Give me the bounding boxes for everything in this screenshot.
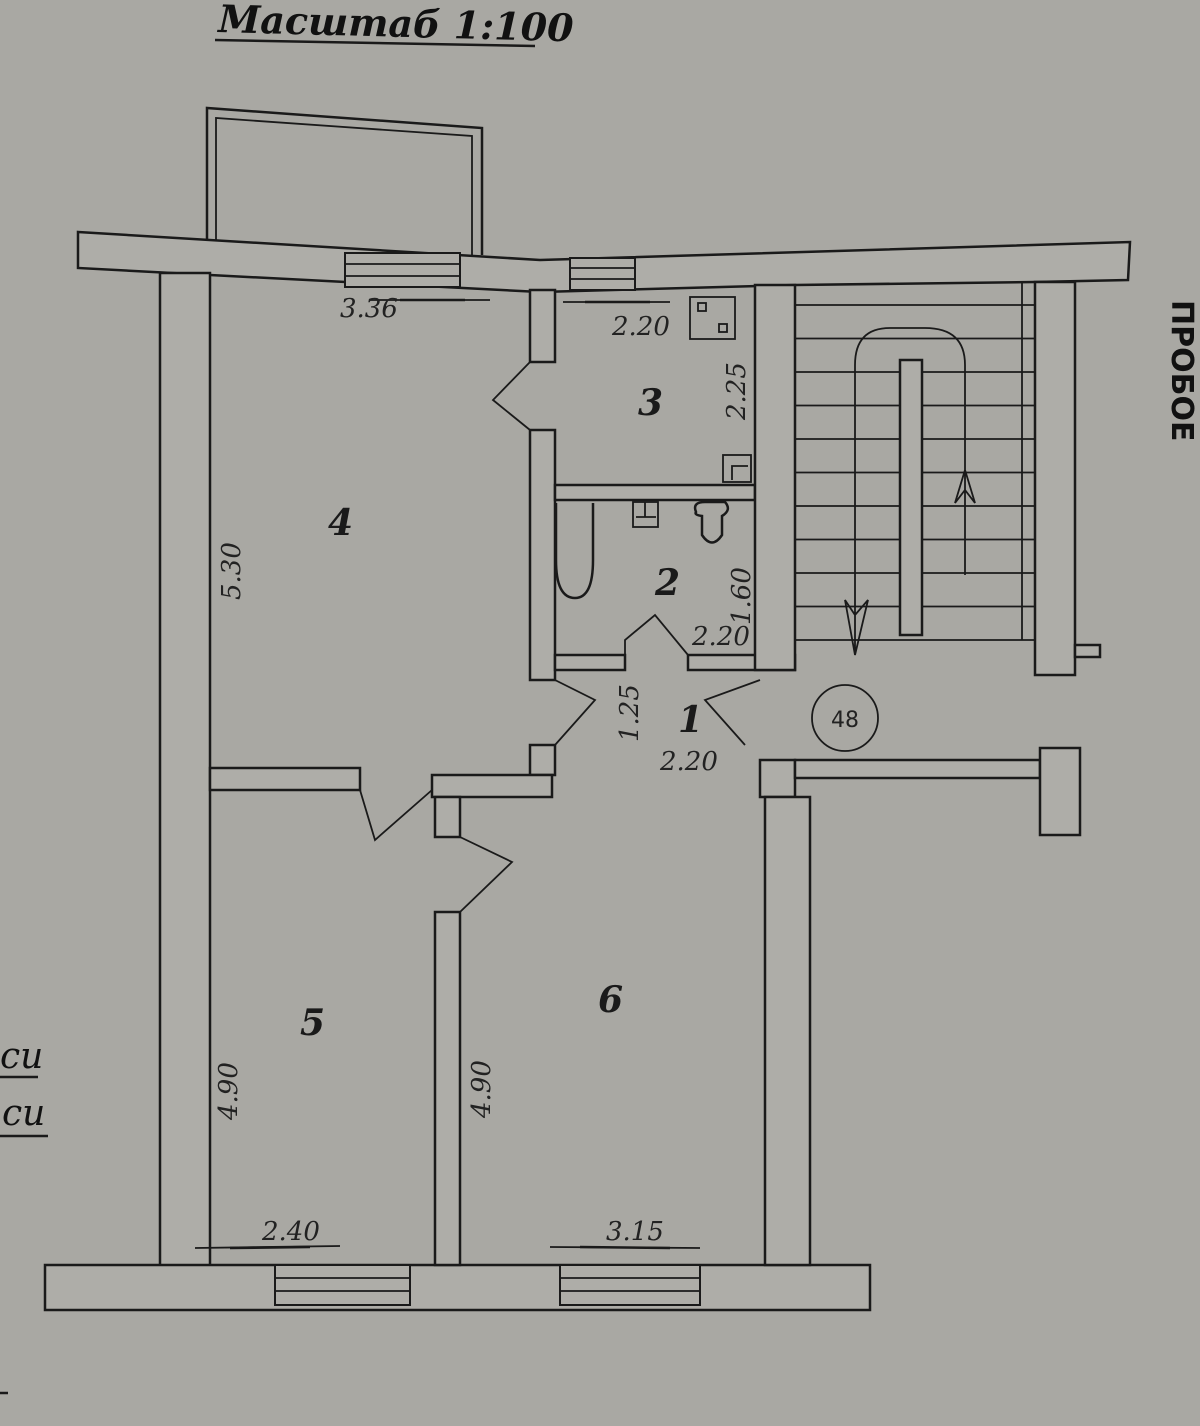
room-5-width: 2.40 bbox=[261, 1217, 320, 1247]
room-2-length: 2.20 bbox=[691, 622, 750, 652]
washbasin-icon bbox=[632, 501, 659, 528]
room-6-number: 6 bbox=[598, 979, 623, 1021]
stair-arrow-icon bbox=[844, 327, 976, 656]
staircase bbox=[795, 282, 1035, 641]
title-underline bbox=[214, 38, 536, 48]
doors bbox=[359, 361, 761, 913]
edge-text: ПРОБОЕ bbox=[1164, 300, 1199, 441]
room-6-width: 3.15 bbox=[606, 1217, 664, 1247]
left-wall bbox=[158, 271, 212, 1272]
room-1-length: 2.20 bbox=[659, 747, 718, 777]
bathtub-icon bbox=[554, 503, 595, 600]
room-2-number: 2 bbox=[654, 562, 680, 604]
interior-walls bbox=[208, 280, 1102, 1267]
room-3-number: 3 bbox=[638, 382, 663, 424]
stove-icon bbox=[689, 296, 736, 340]
sink-icon bbox=[722, 454, 752, 483]
stair-marker-label: 48 bbox=[831, 708, 859, 733]
room-3-width: 2.25 bbox=[722, 362, 752, 421]
room-1-width: 1.25 bbox=[615, 684, 645, 742]
dimension-lines bbox=[194, 298, 701, 1250]
room-4-width: 3.36 bbox=[340, 294, 398, 324]
side-label-1: си bbox=[0, 1036, 43, 1077]
room-5-number: 5 bbox=[300, 1002, 325, 1044]
side-label-2: си bbox=[2, 1093, 45, 1134]
room-3-length: 2.20 bbox=[611, 312, 670, 342]
window-top-kitchen bbox=[569, 257, 636, 291]
window-bottom-room6 bbox=[559, 1264, 701, 1306]
window-bottom-room5 bbox=[274, 1264, 411, 1306]
room-2-width: 1.60 bbox=[727, 567, 757, 625]
room-4-length: 5.30 bbox=[217, 542, 247, 600]
stair-marker bbox=[811, 684, 879, 752]
balcony bbox=[205, 106, 484, 255]
stair-divider bbox=[898, 358, 924, 637]
room-6-length: 4.90 bbox=[467, 1060, 497, 1119]
room-4-number: 4 bbox=[328, 502, 353, 544]
bottom-wall bbox=[43, 1263, 872, 1312]
window-top-left bbox=[344, 252, 461, 288]
room-1-number: 1 bbox=[678, 699, 703, 741]
toilet-icon bbox=[693, 500, 730, 544]
room-5-length: 4.90 bbox=[214, 1062, 244, 1121]
